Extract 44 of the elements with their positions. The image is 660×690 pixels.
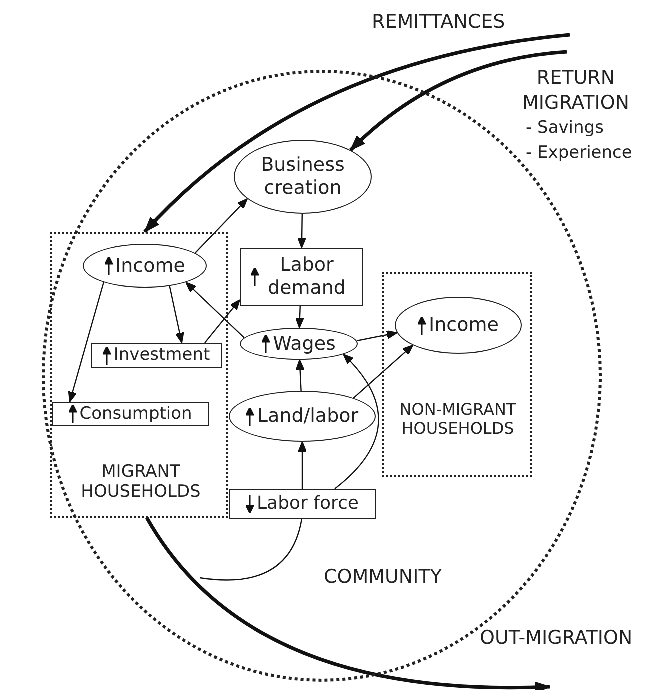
process-box xyxy=(229,489,376,519)
node-label: Land/labor xyxy=(257,405,359,428)
process-box xyxy=(240,248,363,306)
ellipse-node xyxy=(83,244,207,288)
node-label: Consumption xyxy=(80,404,192,424)
node-label: Investment xyxy=(114,345,210,366)
connector-line xyxy=(200,518,303,581)
arrow xyxy=(204,300,240,344)
arrow xyxy=(194,198,248,254)
arrow xyxy=(350,50,568,152)
arrow xyxy=(334,354,380,490)
arrow xyxy=(68,282,104,402)
ellipse-node xyxy=(229,391,376,442)
arrow xyxy=(296,360,305,392)
group-label: COMMUNITY xyxy=(323,566,443,589)
process-box xyxy=(91,343,222,368)
household-group-box xyxy=(382,272,532,477)
household-group-box xyxy=(50,232,228,518)
annotation-text: - Experience xyxy=(526,142,634,164)
annotation-text: OUT-MIGRATION xyxy=(480,626,634,651)
arrow xyxy=(356,330,398,342)
node-label: Income xyxy=(429,314,499,337)
arrow xyxy=(353,344,414,399)
arrow xyxy=(295,306,304,328)
node-label: Wages xyxy=(273,332,336,356)
arrow xyxy=(145,517,550,690)
ellipse-node xyxy=(395,297,522,354)
arrow xyxy=(298,214,307,248)
node-label: Labor demand xyxy=(266,254,347,300)
arrow xyxy=(144,33,570,234)
group-label: MIGRANT HOUSEHOLDS xyxy=(80,462,202,503)
node-label: Income xyxy=(116,254,186,278)
node-label: Business creation xyxy=(260,154,346,200)
node-label: Labor force xyxy=(257,493,359,515)
ellipse-node xyxy=(234,140,372,214)
group-label: NON-MIGRANT HOUSEHOLDS xyxy=(398,400,518,438)
process-box xyxy=(52,402,209,426)
annotation-text: - Savings xyxy=(526,117,605,140)
annotation-text: RETURN MIGRATION xyxy=(521,66,631,116)
annotation-text: REMITTANCES xyxy=(372,10,506,35)
arrow xyxy=(169,286,184,344)
arrow xyxy=(186,282,245,338)
arrow xyxy=(298,442,307,489)
ellipse-node xyxy=(240,328,358,360)
